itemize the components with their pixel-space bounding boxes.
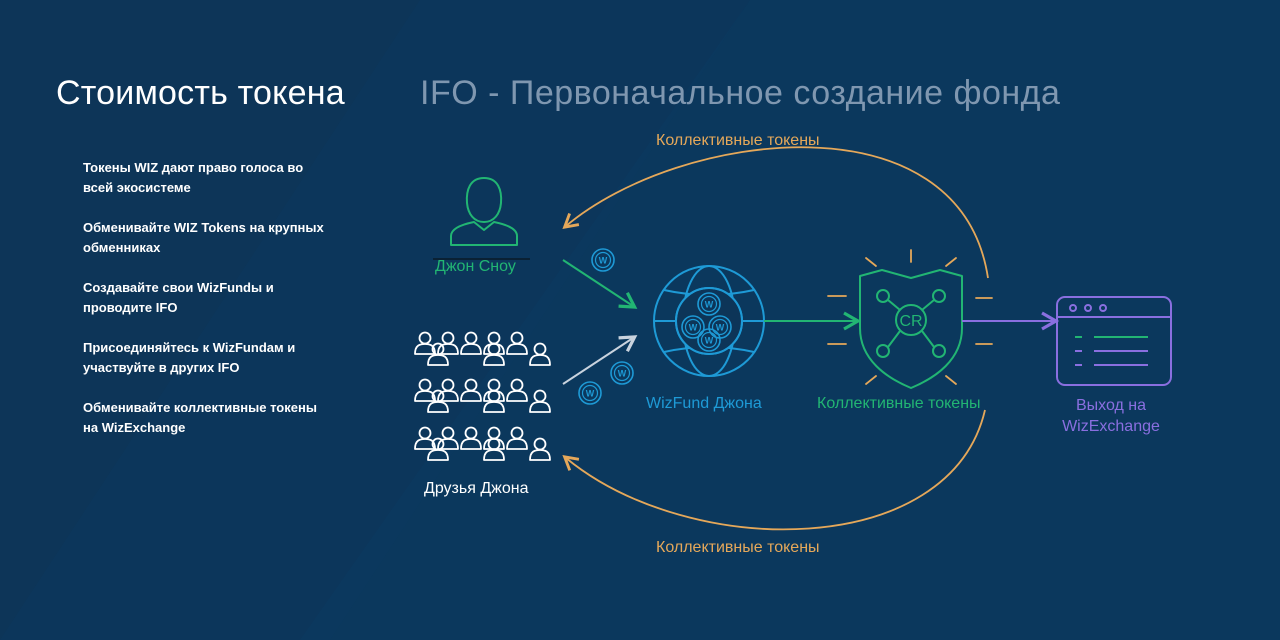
- coin-icon: [681, 315, 705, 339]
- bottom-arc-arrow: [562, 409, 986, 531]
- coin-icon: [697, 292, 721, 316]
- wizfund-globe-icon: [653, 265, 765, 377]
- top-arc-arrow: [562, 146, 989, 279]
- page-title: Стоимость токена: [56, 74, 345, 112]
- john-label: Джон Сноу: [435, 258, 516, 275]
- exit-label-line1: Выход на: [1075, 397, 1147, 414]
- john-person-icon: [450, 176, 518, 246]
- feature-item: Обменивайте коллективные токены на WizEx…: [83, 400, 317, 435]
- feature-item: Токены WIZ дают право голоса во всей эко…: [83, 160, 304, 195]
- john-to-fund-arrow: [562, 259, 638, 309]
- top-arc-label: Коллективные токены: [656, 132, 820, 149]
- shield-text: CR: [899, 313, 922, 330]
- exit-label-line2: WizExchange: [1062, 418, 1160, 435]
- coin-icon: [697, 328, 721, 352]
- shield-rays: [827, 249, 993, 385]
- page-subtitle: IFO - Первоначальное создание фонда: [420, 74, 1061, 112]
- friends-to-fund-arrow: [562, 335, 638, 385]
- feature-item: Присоединяйтесь к WizFundам и участвуйте…: [83, 340, 296, 375]
- exit-label: Выход на WizExchange: [1046, 395, 1176, 437]
- fund-label: WizFund Джона: [646, 395, 762, 412]
- collective-shield-icon: [859, 269, 963, 389]
- exchange-lines: [1075, 336, 1148, 366]
- friends-label: Друзья Джона: [424, 480, 529, 497]
- feature-item: Создавайте свои WizFundы и проводите IFO: [83, 280, 274, 315]
- coin-icon: [591, 248, 615, 272]
- bottom-arc-label: Коллективные токены: [656, 539, 820, 556]
- feature-item: Обменивайте WIZ Tokens на крупных обменн…: [83, 220, 324, 255]
- feature-list: Токены WIZ дают право голоса во всей эко…: [83, 158, 333, 458]
- coin-icon: [578, 381, 602, 405]
- collective-tokens-label: Коллективные токены: [817, 395, 981, 412]
- friends-crowd-icon: [414, 331, 551, 461]
- wizexchange-window-icon: [1056, 296, 1172, 386]
- coin-icon: [610, 361, 634, 385]
